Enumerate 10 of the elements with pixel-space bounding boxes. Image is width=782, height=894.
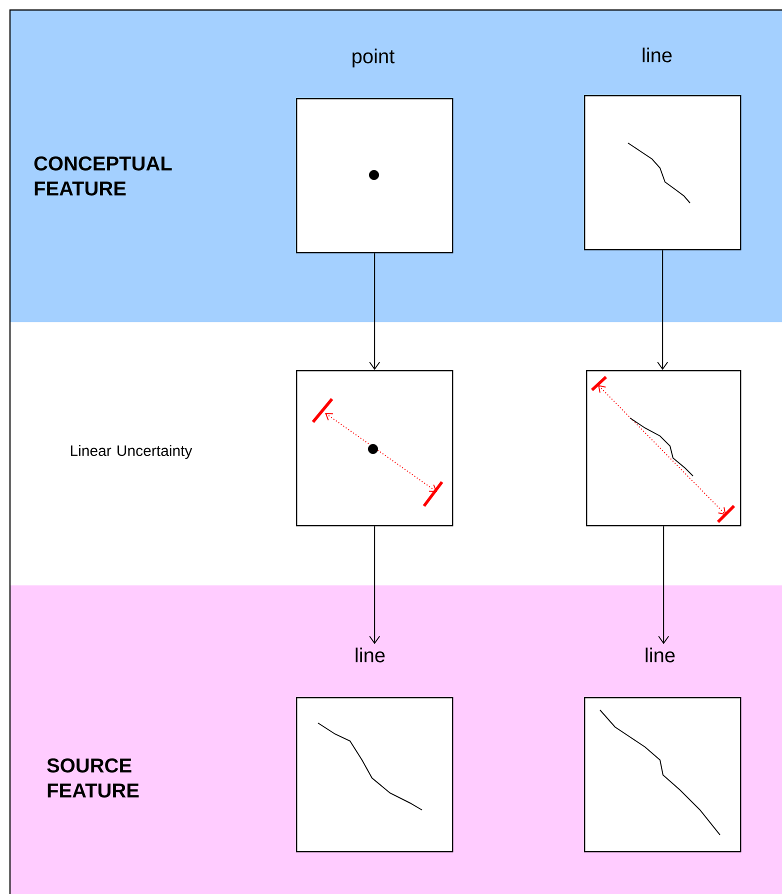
box-heading: line (356, 648, 385, 662)
picture-box (296, 370, 454, 526)
arrow (658, 526, 670, 644)
box-heading: line (646, 648, 675, 662)
box-heading: line (642, 48, 672, 62)
side-label: Linear Uncertainty (70, 445, 192, 459)
arrow (657, 250, 668, 370)
arrow (369, 252, 380, 370)
arrow (369, 526, 380, 644)
box-heading: point (352, 48, 395, 68)
